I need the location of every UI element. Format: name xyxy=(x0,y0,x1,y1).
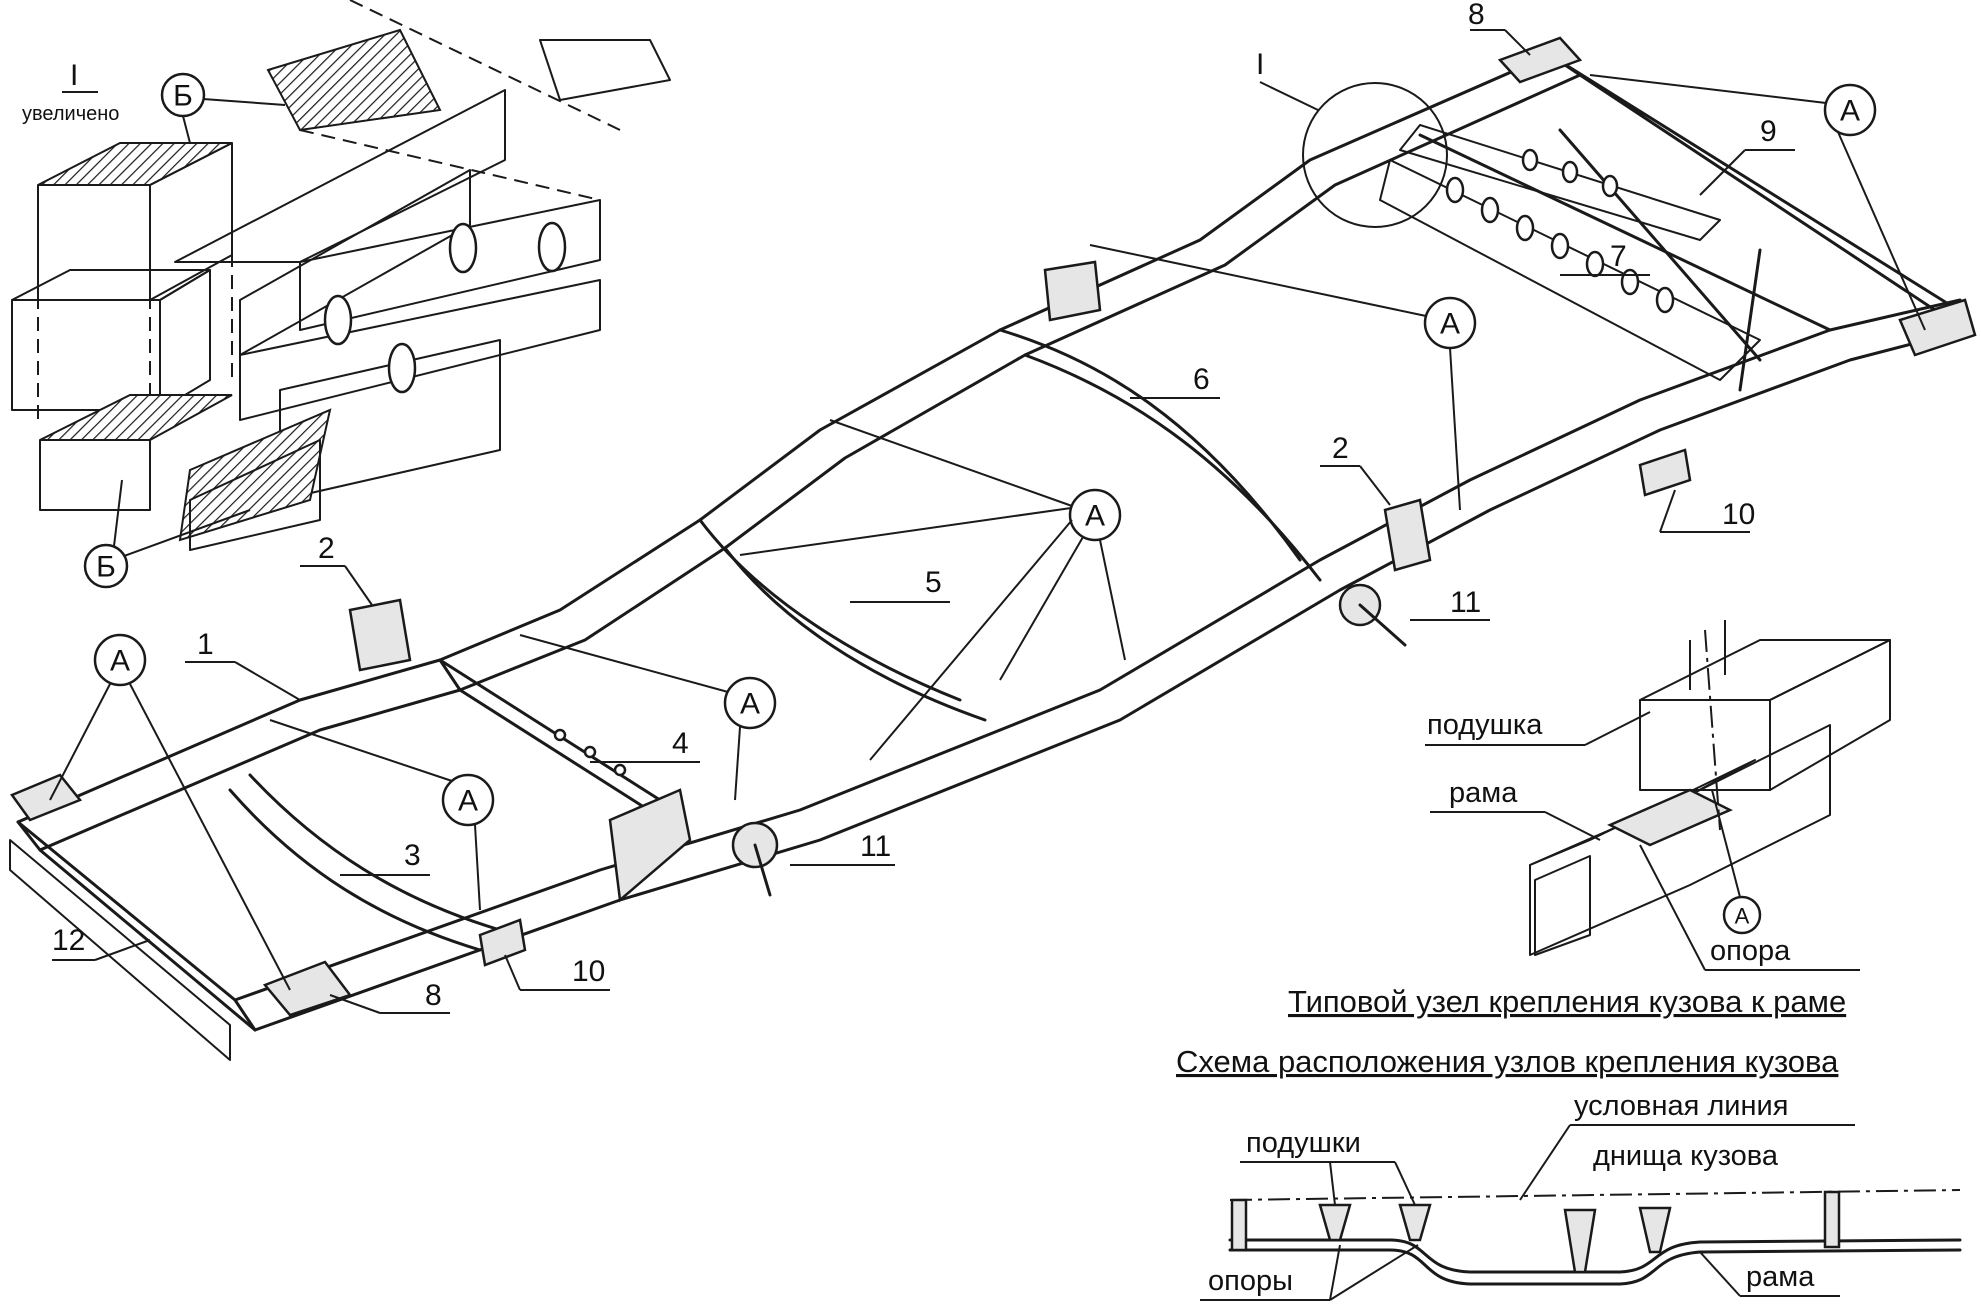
part-label-3: 3 xyxy=(340,839,430,876)
svg-text:А: А xyxy=(458,785,478,818)
layout-baseline-line1: условная линия xyxy=(1574,1090,1788,1122)
typical-mount-support-label: опора xyxy=(1710,935,1791,967)
svg-text:А: А xyxy=(1840,95,1860,128)
part-label-11-right: 11 xyxy=(1410,586,1490,621)
part-label-8-top: 8 xyxy=(1468,0,1531,56)
svg-text:7: 7 xyxy=(1610,240,1627,273)
typical-mount-a-callout: А xyxy=(1711,789,1762,935)
part-label-6: 6 xyxy=(1130,363,1220,399)
svg-text:2: 2 xyxy=(318,532,335,565)
svg-text:1: 1 xyxy=(197,628,214,661)
mount-callout-a-5: А xyxy=(1089,244,1477,511)
mount-callout-a-3: А xyxy=(519,634,777,801)
layout-cushions-label: подушки xyxy=(1246,1127,1361,1159)
svg-text:10: 10 xyxy=(572,955,605,988)
part-label-12: 12 xyxy=(52,924,151,961)
layout-scheme-drawing xyxy=(1228,1189,1962,1286)
layout-scheme-caption: Схема расположения узлов крепления кузов… xyxy=(1176,1044,1839,1079)
view-marker-label: I xyxy=(1256,48,1264,81)
part-label-2-right: 2 xyxy=(1320,432,1391,506)
part-label-5: 5 xyxy=(850,566,950,603)
brace-holes xyxy=(1445,148,1675,314)
mount-callout-a-2: А xyxy=(269,719,495,911)
svg-text:А: А xyxy=(740,688,760,721)
part-label-7: 7 xyxy=(1560,240,1650,276)
mount-callout-a-6: А xyxy=(1589,74,1926,331)
part-label-10-right: 10 xyxy=(1659,489,1755,533)
part-label-11-left: 11 xyxy=(790,830,895,866)
callout-b-bottom: Б xyxy=(83,479,251,589)
svg-text:2: 2 xyxy=(1332,432,1349,465)
svg-text:8: 8 xyxy=(1468,0,1485,31)
svg-text:11: 11 xyxy=(860,830,891,863)
layout-supports-label: опоры xyxy=(1208,1265,1293,1297)
part-label-2-left: 2 xyxy=(300,532,373,606)
main-frame xyxy=(9,36,1977,1061)
typical-mount-detail xyxy=(1529,620,1891,956)
svg-text:А: А xyxy=(1440,308,1460,341)
svg-text:10: 10 xyxy=(1722,498,1755,531)
svg-text:Б: Б xyxy=(96,551,116,584)
detail-roman-label: I xyxy=(70,59,78,92)
svg-text:11: 11 xyxy=(1450,586,1481,619)
svg-text:3: 3 xyxy=(404,839,421,872)
typical-mount-frame-label: рама xyxy=(1449,777,1518,809)
layout-frame-label: рама xyxy=(1746,1261,1815,1293)
part-label-4: 4 xyxy=(590,727,700,763)
svg-text:9: 9 xyxy=(1760,115,1777,148)
svg-text:8: 8 xyxy=(425,979,442,1012)
svg-text:А: А xyxy=(1085,500,1105,533)
detail-enlarged-label: увеличено xyxy=(22,103,119,125)
svg-text:Б: Б xyxy=(173,80,193,113)
typical-mount-cushion-label: подушка xyxy=(1427,709,1543,741)
typical-mount-caption: Типовой узел крепления кузова к раме xyxy=(1288,984,1846,1019)
svg-text:А: А xyxy=(110,645,130,678)
svg-text:5: 5 xyxy=(925,566,942,599)
part-label-8-bottom: 8 xyxy=(329,979,450,1014)
callout-b-top: Б xyxy=(160,72,286,144)
layout-baseline-line2: днища кузова xyxy=(1593,1140,1779,1172)
detail-view-enlarged xyxy=(11,0,671,551)
svg-text:12: 12 xyxy=(52,924,85,957)
mount-callout-a-4: А xyxy=(739,419,1126,761)
svg-text:6: 6 xyxy=(1193,363,1210,396)
part-label-1: 1 xyxy=(185,628,301,701)
svg-text:4: 4 xyxy=(672,727,689,760)
svg-text:А: А xyxy=(1735,904,1750,929)
part-label-10-left: 10 xyxy=(504,954,610,991)
part-label-9: 9 xyxy=(1699,115,1795,196)
mount-callout-a-1: А xyxy=(49,633,291,991)
